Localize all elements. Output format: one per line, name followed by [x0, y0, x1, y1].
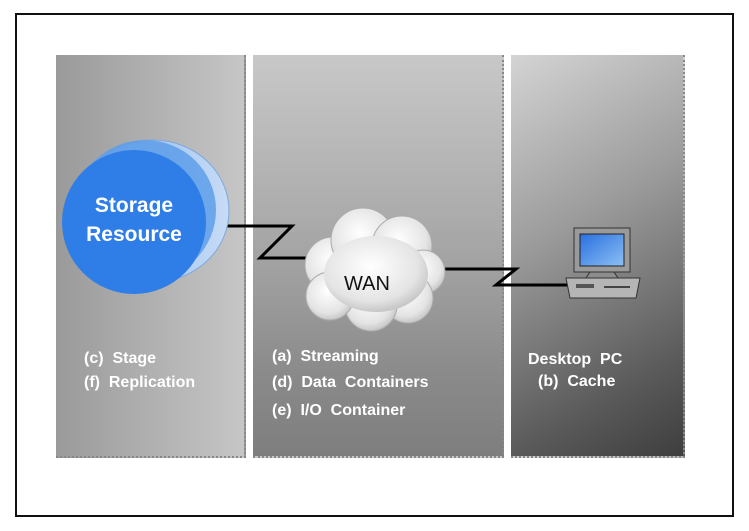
cloud-icon: WAN: [304, 207, 446, 332]
desktop-pc-icon: [565, 227, 641, 299]
right-label-desktop-pc: Desktop PC: [528, 351, 623, 368]
storage-label-line2: Resource: [86, 223, 182, 246]
storage-disk-icon: Storage Resource: [62, 139, 230, 294]
left-label-stage: (c) Stage: [84, 350, 157, 367]
middle-label-io-container: (e) I/O Container: [272, 402, 406, 419]
storage-label-line1: Storage: [95, 194, 173, 217]
connection-line-wan-pc: [437, 267, 570, 287]
connection-line-storage-wan: [205, 224, 318, 260]
middle-label-streaming: (a) Streaming: [272, 348, 379, 365]
wan-label: WAN: [344, 273, 390, 295]
right-label-cache: (b) Cache: [538, 373, 616, 390]
middle-label-data-containers: (d) Data Containers: [272, 374, 429, 391]
left-label-replication: (f) Replication: [84, 374, 196, 391]
